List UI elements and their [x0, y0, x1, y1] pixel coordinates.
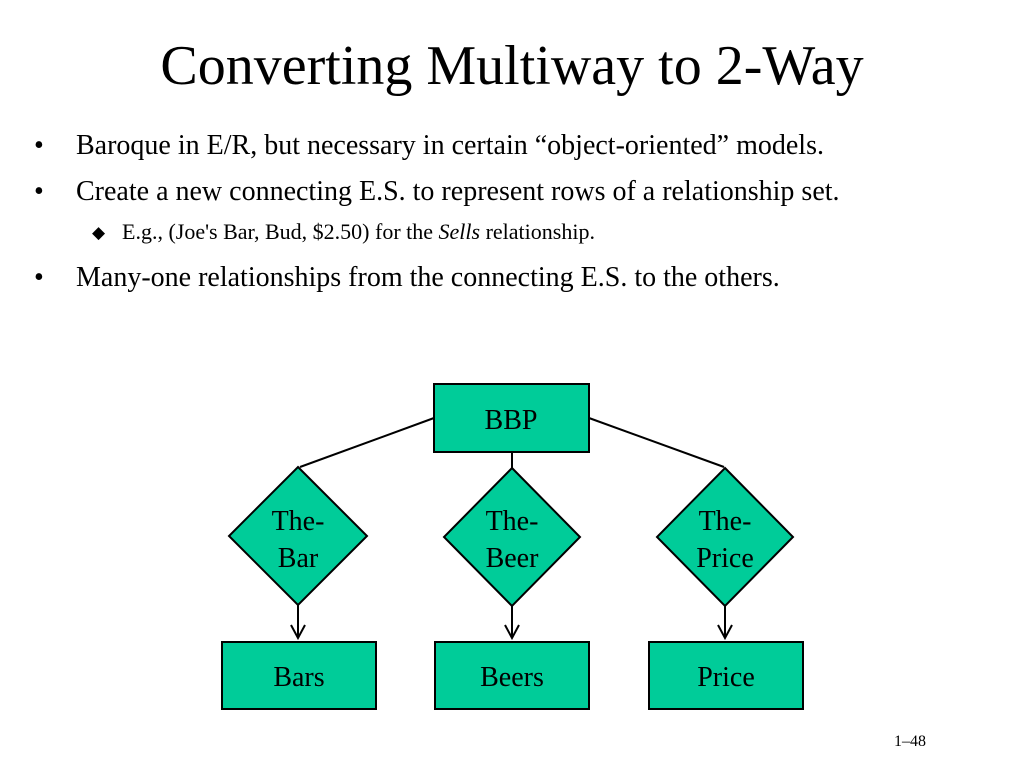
bullet-text: Create a new connecting E.S. to represen… — [76, 176, 840, 207]
sub-bullet-suffix: relationship. — [480, 219, 595, 244]
bullet-item: • Many-one relationships from the connec… — [30, 260, 1000, 296]
entity-box-price — [648, 641, 804, 710]
arrowhead-icon — [290, 624, 306, 641]
relationship-label-the-price-line1: The- — [699, 506, 752, 537]
sub-bullet-emphasis: Sells — [438, 219, 481, 244]
diamond-bullet-icon: ◆ — [92, 223, 106, 242]
relationship-label-the-bar-line1: The- — [272, 506, 325, 537]
bullet-item: • Baroque in E/R, but necessary in certa… — [30, 128, 1000, 164]
bullet-item: • Create a new connecting E.S. to repres… — [30, 174, 1000, 210]
sub-bullet-item: ◆ E.g., (Joe's Bar, Bud, $2.50) for the … — [30, 218, 1000, 246]
relationship-label-the-beer-line2: Beer — [486, 543, 540, 574]
entity-label-bbp: BBP — [485, 405, 538, 436]
bullet-list: • Baroque in E/R, but necessary in certa… — [30, 128, 1000, 306]
relationship-diamond-the-price — [655, 466, 795, 608]
link-bbp-the-price — [588, 417, 725, 468]
entity-box-bars — [221, 641, 377, 710]
link-bbp-the-bar — [299, 417, 435, 468]
bullet-dot-icon: • — [34, 176, 44, 207]
relationship-label-the-beer-line1: The- — [486, 506, 539, 537]
bullet-text: Baroque in E/R, but necessary in certain… — [76, 130, 824, 161]
entity-box-beers — [434, 641, 590, 710]
sub-bullet-prefix: E.g., (Joe's Bar, Bud, $2.50) for the — [122, 219, 439, 244]
entity-label-bars: Bars — [273, 662, 324, 693]
relationship-label-the-price-line2: Price — [696, 543, 754, 574]
bullet-text: Many-one relationships from the connecti… — [76, 262, 780, 293]
bullet-dot-icon: • — [34, 262, 44, 293]
bullet-dot-icon: • — [34, 130, 44, 161]
entity-label-beers: Beers — [480, 662, 544, 693]
slide-number: 1–48 — [894, 733, 926, 750]
slide-title: Converting Multiway to 2-Way — [160, 35, 864, 97]
arrowhead-icon — [717, 624, 733, 641]
arrowhead-icon — [504, 624, 520, 641]
entity-box-bbp — [433, 383, 590, 453]
entity-label-price: Price — [697, 662, 755, 693]
relationship-label-the-bar-line2: Bar — [278, 543, 319, 574]
relationship-diamond-the-beer — [442, 466, 582, 608]
relationship-diamond-the-bar — [227, 465, 369, 607]
